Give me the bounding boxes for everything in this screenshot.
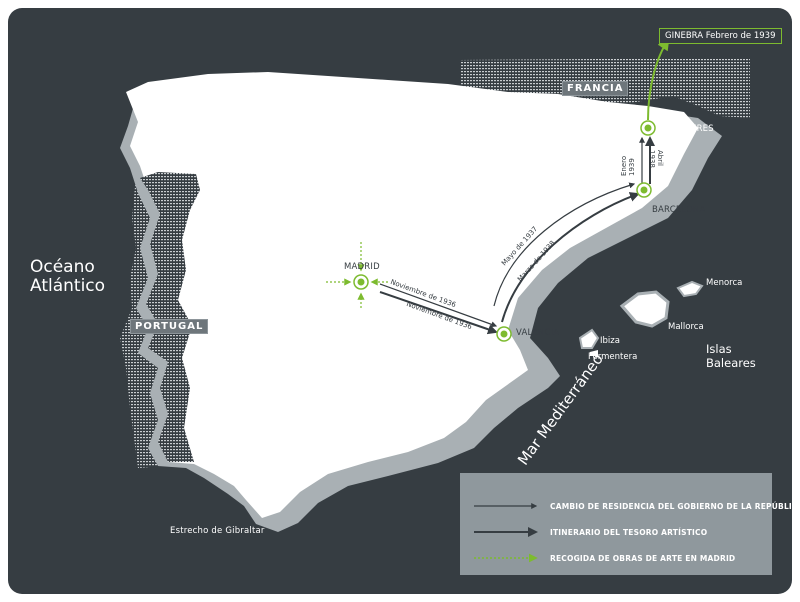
legend-thick-arrow-icon — [474, 527, 538, 537]
madrid-label: MADRID — [344, 262, 380, 272]
route-label-bf-2-line2: 1938 — [648, 150, 656, 168]
mallorca-label: Mallorca — [668, 322, 704, 332]
formentera-shape — [590, 350, 598, 356]
portugal-label: PORTUGAL — [130, 319, 209, 334]
legend-item-collection: RECOGIDA DE OBRAS DE ARTE EN MADRID — [474, 551, 735, 565]
route-label-bf-2: Abril 1938 — [648, 150, 664, 168]
ginebra-label: GINEBRA Febrero de 1939 — [659, 28, 782, 44]
legend-item-government: CAMBIO DE RESIDENCIA DEL GOBIERNO DE LA … — [474, 499, 792, 513]
legend-item-collection-text: RECOGIDA DE OBRAS DE ARTE EN MADRID — [550, 553, 736, 563]
ibiza-label: Ibiza — [600, 336, 620, 346]
route-label-bf-1-line1: Enero — [620, 155, 628, 176]
francia-label: FRANCIA — [562, 81, 629, 96]
route-valencia-barcelona-1 — [493, 182, 636, 307]
baleares-label-line2: Baleares — [706, 356, 756, 370]
ocean-label: Océano Atlántico — [30, 258, 105, 296]
route-label-bf-2-line1: Abril — [656, 150, 664, 166]
legend-item-government-text: CAMBIO DE RESIDENCIA DEL GOBIERNO DE LA … — [550, 501, 792, 511]
strait-label: Estrecho de Gibraltar — [170, 526, 265, 536]
route-label-bf-1: Enero 1939 — [620, 156, 636, 176]
figueres-label: FIGUERES — [670, 124, 714, 134]
ocean-label-line1: Océano — [30, 257, 95, 277]
map-frame: Océano Atlántico Mar Mediterráneo Estrec… — [8, 8, 792, 594]
legend-item-treasure: ITINERARIO DEL TESORO ARTÍSTICO — [474, 525, 707, 539]
legend-item-treasure-text: ITINERARIO DEL TESORO ARTÍSTICO — [550, 527, 708, 537]
barcelona-marker — [636, 182, 652, 198]
route-figueres-ginebra — [647, 38, 670, 121]
valencia-marker — [496, 326, 512, 342]
legend: CAMBIO DE RESIDENCIA DEL GOBIERNO DE LA … — [460, 473, 792, 575]
baleares-label: Islas Baleares — [706, 342, 756, 370]
madrid-marker — [353, 274, 369, 290]
baleares-label-line1: Islas — [706, 342, 732, 356]
menorca-label: Menorca — [706, 278, 743, 288]
ocean-label-line2: Atlántico — [30, 276, 106, 296]
barcelona-label: BARCELONA — [652, 205, 706, 215]
route-label-bf-1-line2: 1939 — [628, 158, 636, 176]
route-madrid-valencia-1 — [379, 283, 498, 328]
iberia-map — [120, 38, 750, 532]
formentera-label: Formentera — [588, 352, 638, 362]
route-valencia-barcelona-2 — [501, 192, 640, 323]
ibiza-shape — [578, 328, 600, 349]
menorca-shape — [676, 280, 704, 298]
figueres-marker — [640, 120, 656, 136]
route-madrid-valencia-2 — [379, 291, 498, 335]
legend-dashed-arrow-icon — [474, 553, 538, 563]
valencia-label: VALENCIA — [516, 328, 560, 338]
legend-thin-arrow-icon — [474, 503, 538, 509]
portugal-dotted-overlay — [140, 172, 200, 462]
madrid-collection-arrows — [326, 242, 388, 308]
mallorca-shape — [619, 290, 670, 328]
